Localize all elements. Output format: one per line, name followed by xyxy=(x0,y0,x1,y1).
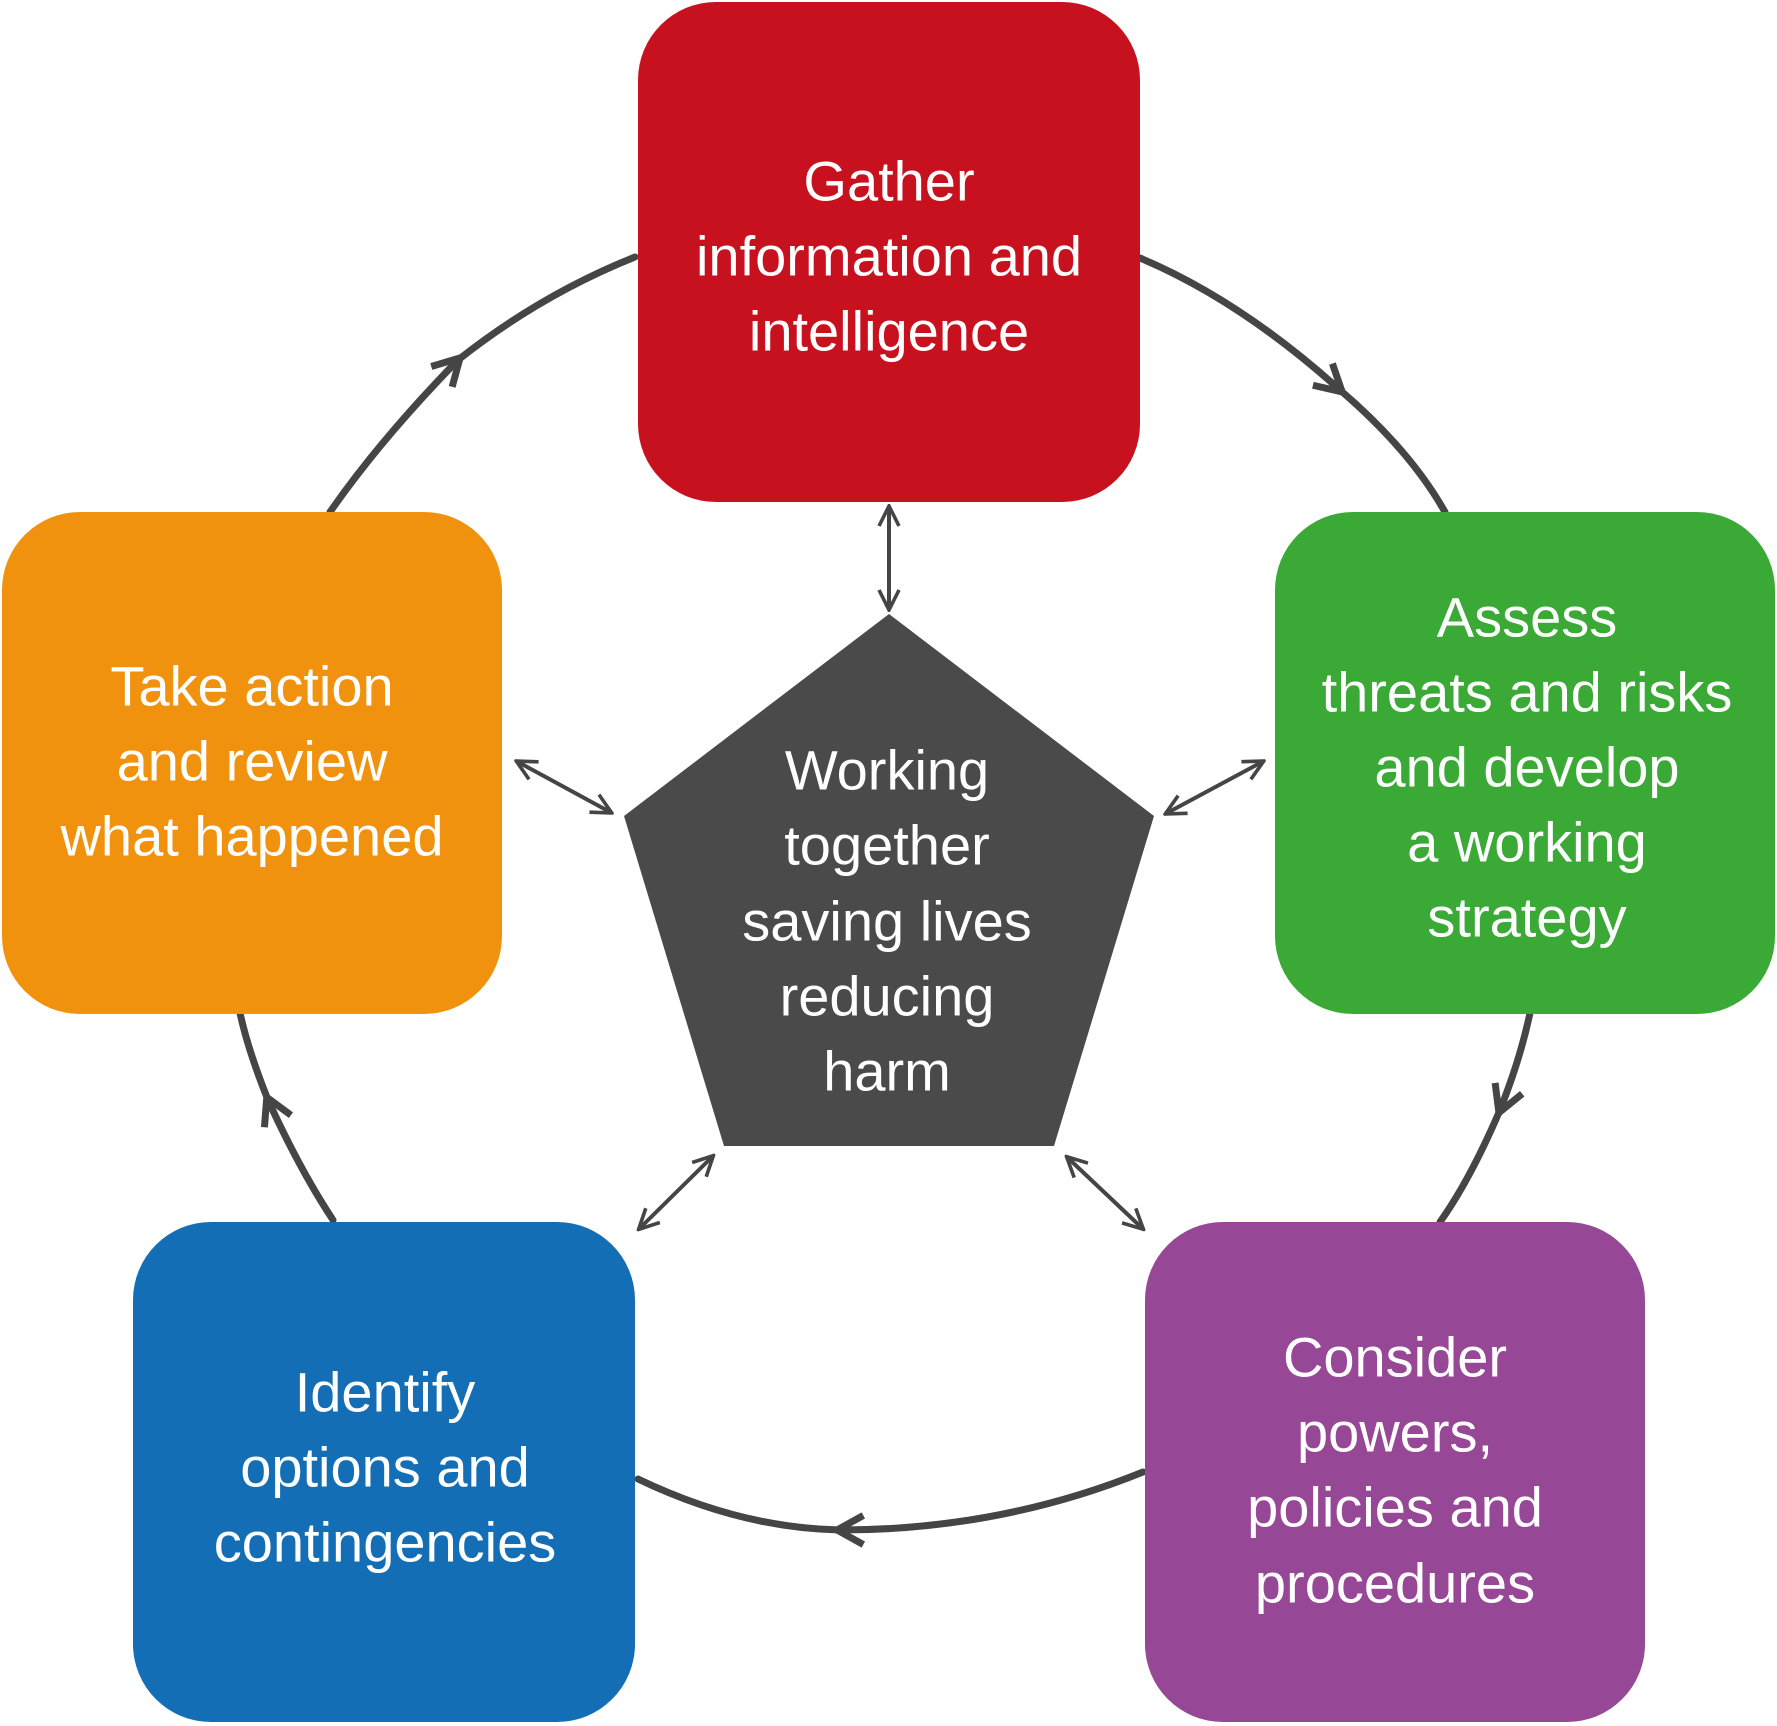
link-center-assess xyxy=(1167,762,1262,813)
cycle-arrow-consider-to-identify xyxy=(840,1468,1147,1530)
node-gather-line-1: Gather xyxy=(803,150,974,213)
node-consider-line-1: Consider xyxy=(1283,1326,1507,1389)
node-identify-line-3: contingencies xyxy=(214,1511,556,1574)
center-line-1: Working xyxy=(785,739,989,802)
center-line-5: harm xyxy=(823,1040,951,1103)
cycle-arrow-take-action-to-gather xyxy=(326,360,458,516)
cycle-ring-identify-to-take-action xyxy=(236,1009,272,1104)
center-line-2: together xyxy=(784,814,990,877)
cycle-ring-consider-to-identify xyxy=(634,1475,844,1534)
center-links xyxy=(518,508,1262,1228)
node-assess: Assess threats and risks and develop a w… xyxy=(1275,512,1775,1014)
cycle-arrow-assess-to-consider xyxy=(1500,1009,1534,1110)
node-identify-box xyxy=(133,1222,635,1722)
node-consider-line-4: procedures xyxy=(1255,1552,1535,1615)
node-assess-line-5: strategy xyxy=(1427,886,1626,949)
node-take-action-line-1: Take action xyxy=(110,655,393,718)
node-gather: Gather information and intelligence xyxy=(638,2,1140,502)
node-assess-line-2: threats and risks xyxy=(1322,661,1733,724)
node-assess-line-3: and develop xyxy=(1374,736,1679,799)
node-consider-line-3: policies and xyxy=(1247,1476,1543,1539)
center-line-3: saving lives xyxy=(742,890,1031,953)
node-identify: Identify options and contingencies xyxy=(133,1222,635,1722)
node-consider-line-2: powers, xyxy=(1297,1401,1493,1464)
cycle-ring-gather-to-assess xyxy=(1336,386,1449,516)
node-gather-box xyxy=(638,2,1140,502)
node-identify-line-2: options and xyxy=(240,1436,530,1499)
node-take-action-line-3: what happened xyxy=(59,805,443,868)
cycle-ring-assess-to-consider xyxy=(1436,1106,1504,1226)
cycle-arrow-gather-to-assess xyxy=(1136,254,1340,390)
link-center-identify xyxy=(640,1157,712,1228)
link-center-consider xyxy=(1068,1158,1142,1228)
node-take-action-line-2: and review xyxy=(117,730,388,793)
node-gather-line-2: information and xyxy=(696,225,1082,288)
node-identify-line-1: Identify xyxy=(295,1361,476,1424)
node-consider: Consider powers, policies and procedures xyxy=(1145,1222,1645,1722)
cycle-ring xyxy=(236,253,1534,1534)
node-gather-line-3: intelligence xyxy=(749,300,1029,363)
cycle-ring-take-action-to-gather xyxy=(454,253,639,364)
node-take-action: Take action and review what happened xyxy=(2,512,502,1014)
node-assess-line-1: Assess xyxy=(1437,586,1618,649)
center-line-4: reducing xyxy=(780,965,995,1028)
node-take-action-box xyxy=(2,512,502,1014)
center-pentagon: Working together saving lives reducing h… xyxy=(624,614,1154,1146)
node-assess-box xyxy=(1275,512,1775,1014)
center-pentagon-shape xyxy=(624,614,1154,1146)
node-consider-box xyxy=(1145,1222,1645,1722)
cycle-arrow-identify-to-take-action xyxy=(268,1100,337,1224)
link-center-take-action xyxy=(518,762,610,812)
node-assess-line-4: a working xyxy=(1407,811,1647,874)
